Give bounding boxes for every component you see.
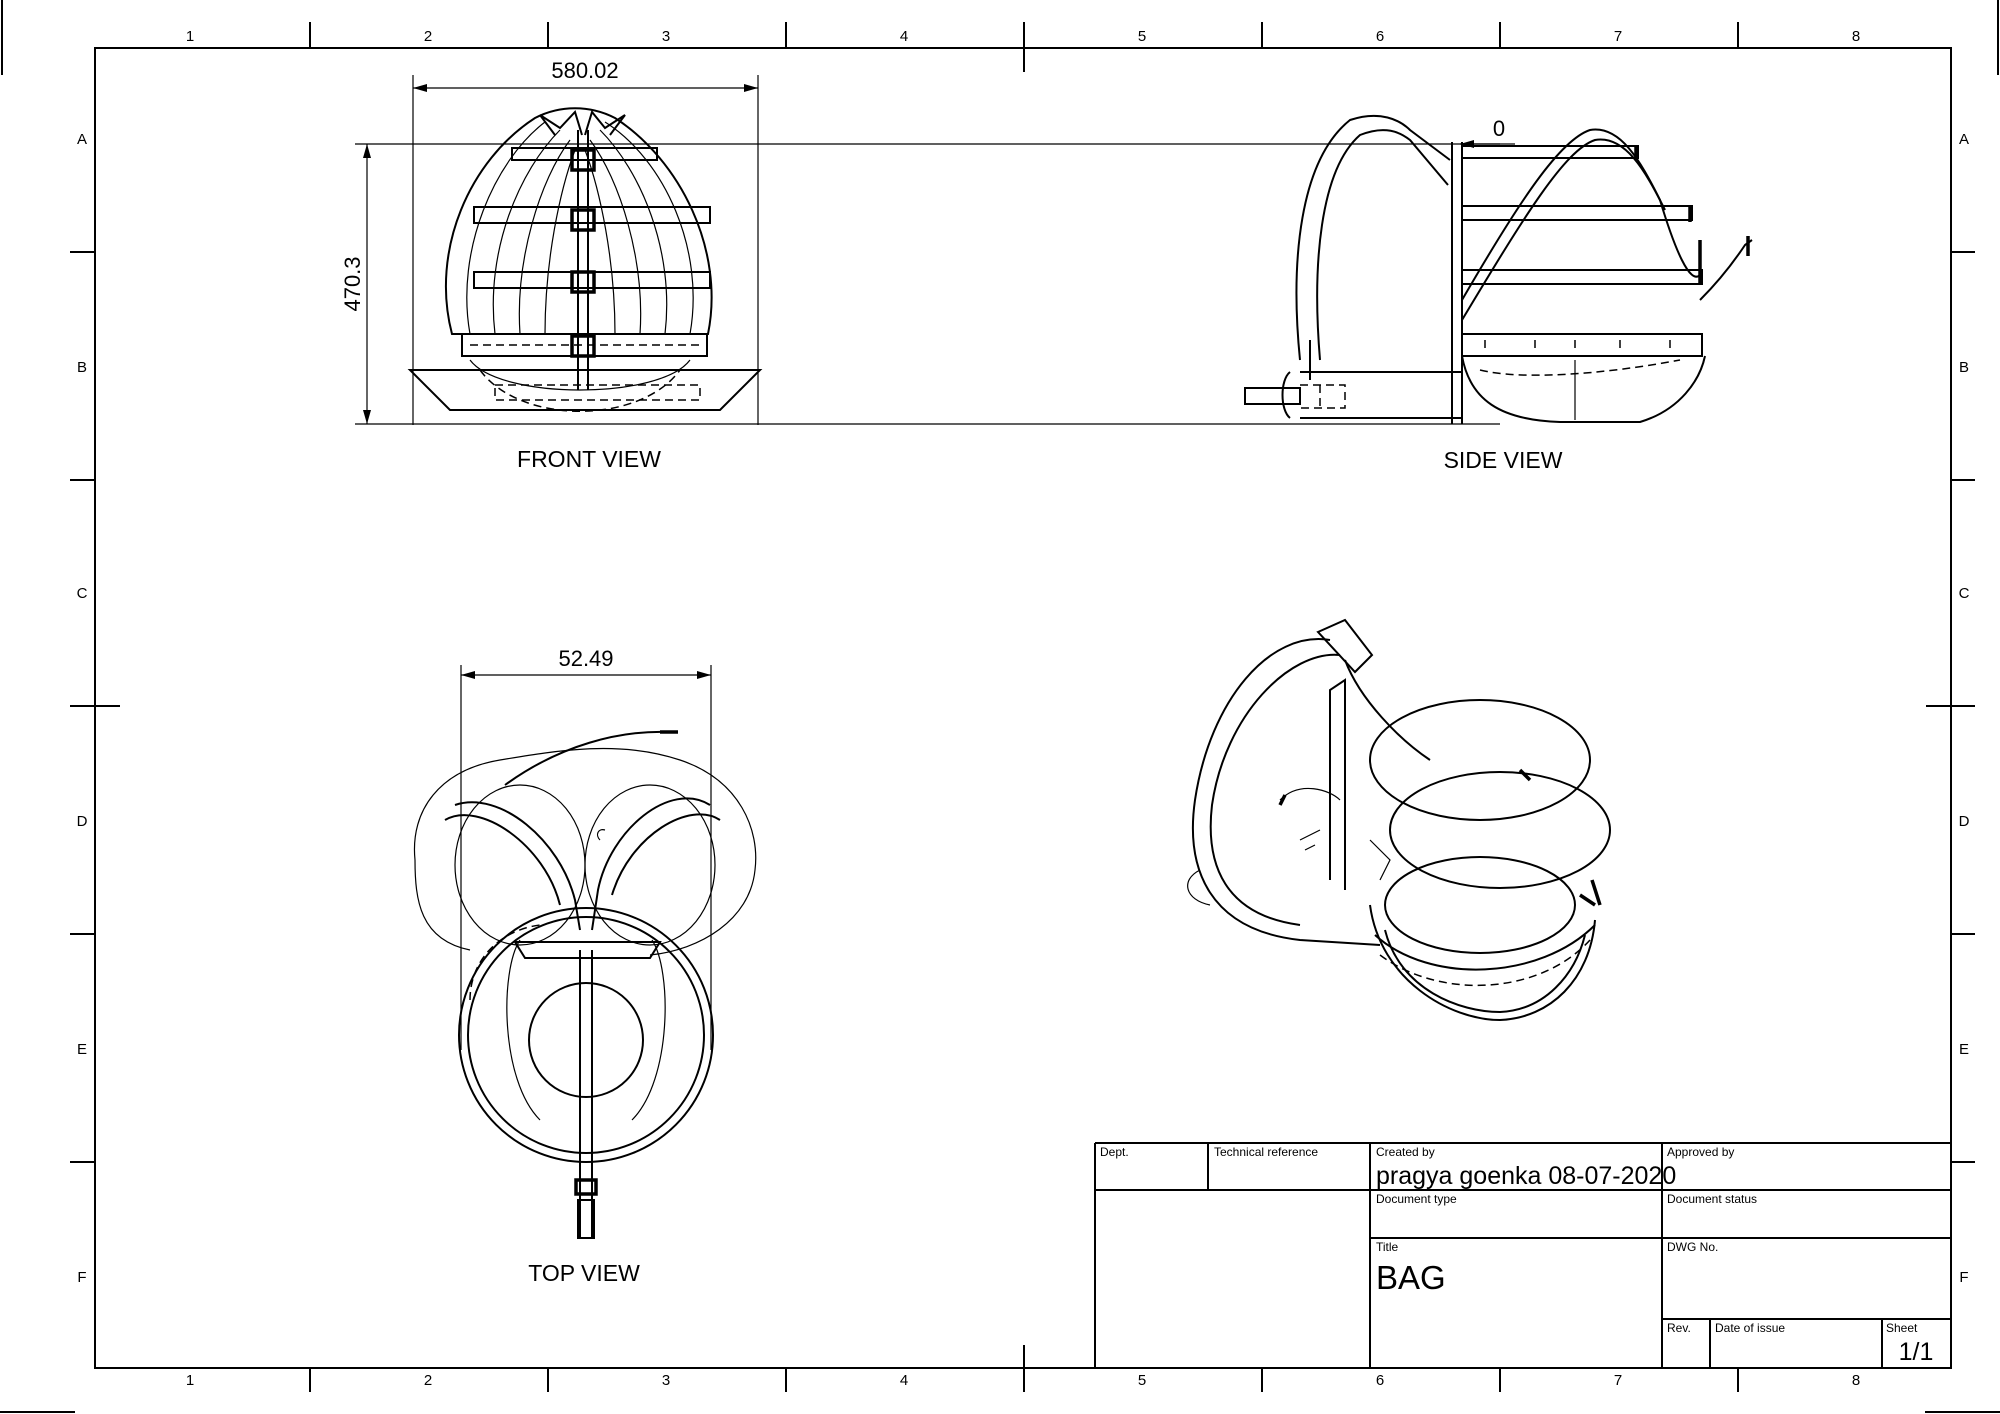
- top-width-value: 52.49: [558, 646, 613, 671]
- front-view: 580.02 470.3 FRONT VIEW: [340, 58, 1500, 472]
- zone-row-d: D: [77, 813, 88, 830]
- zone-row-b-right: B: [1959, 359, 1969, 376]
- zone-col-5-bottom: 5: [1138, 1372, 1146, 1389]
- isometric-view: [1187, 618, 1611, 1022]
- side-view: 0 SIDE VIEW: [1244, 114, 1753, 473]
- zone-labels-right: A B C D E F: [1959, 131, 1970, 1286]
- title-block: Dept. Technical reference Created by pra…: [1094, 1142, 1951, 1368]
- date-issue-label: Date of issue: [1715, 1321, 1785, 1335]
- doc-status-label: Document status: [1667, 1192, 1757, 1206]
- zone-labels-top: 1 2 3 4 5 6 7 8: [186, 28, 1860, 45]
- front-width-dimension: 580.02: [412, 58, 759, 425]
- dwg-no-label: DWG No.: [1667, 1240, 1718, 1254]
- side-offset-dimension: 0: [1460, 116, 1515, 148]
- zone-row-f-right: F: [1959, 1269, 1968, 1286]
- zone-row-e-right: E: [1959, 1041, 1969, 1058]
- zone-labels-bottom: 1 2 3 4 5 6 7 8: [186, 1372, 1860, 1389]
- top-view-label: TOP VIEW: [528, 1260, 640, 1286]
- zone-row-b: B: [77, 359, 87, 376]
- zone-col-6-bottom: 6: [1376, 1372, 1384, 1389]
- zone-col-3-bottom: 3: [662, 1372, 670, 1389]
- dept-label: Dept.: [1100, 1145, 1129, 1159]
- front-height-dimension: 470.3: [340, 143, 1500, 425]
- zone-col-1: 1: [186, 28, 194, 45]
- created-by-value: pragya goenka 08-07-2020: [1376, 1162, 1676, 1190]
- zone-row-c: C: [77, 585, 88, 602]
- zone-row-f: F: [77, 1269, 86, 1286]
- title-label: Title: [1376, 1240, 1399, 1254]
- zone-col-5: 5: [1138, 28, 1146, 45]
- zone-col-8-bottom: 8: [1852, 1372, 1860, 1389]
- sheet-label: Sheet: [1886, 1321, 1918, 1335]
- approved-by-label: Approved by: [1667, 1145, 1734, 1159]
- top-width-dimension: 52.49: [460, 646, 712, 1050]
- side-view-label: SIDE VIEW: [1444, 447, 1563, 473]
- side-offset-value: 0: [1493, 116, 1505, 141]
- zone-col-3: 3: [662, 28, 670, 45]
- front-width-value: 580.02: [551, 58, 618, 83]
- top-view: 52.49 TOP VIEW: [413, 646, 757, 1286]
- zone-row-e: E: [77, 1041, 87, 1058]
- zone-labels-left: A B C D E F: [77, 131, 88, 1286]
- zone-col-2-bottom: 2: [424, 1372, 432, 1389]
- zone-col-1-bottom: 1: [186, 1372, 194, 1389]
- zone-col-7-bottom: 7: [1614, 1372, 1622, 1389]
- zone-row-a-right: A: [1959, 131, 1969, 148]
- zone-col-7: 7: [1614, 28, 1622, 45]
- front-height-value: 470.3: [340, 256, 365, 311]
- zone-row-d-right: D: [1959, 813, 1970, 830]
- zone-col-4-bottom: 4: [900, 1372, 908, 1389]
- rev-label: Rev.: [1667, 1321, 1691, 1335]
- sheet-value: 1/1: [1899, 1338, 1934, 1366]
- doc-type-label: Document type: [1376, 1192, 1457, 1206]
- zone-col-8: 8: [1852, 28, 1860, 45]
- zone-col-2: 2: [424, 28, 432, 45]
- zone-col-4: 4: [900, 28, 908, 45]
- zone-row-a: A: [77, 131, 87, 148]
- tech-ref-label: Technical reference: [1214, 1145, 1318, 1159]
- zone-row-c-right: C: [1959, 585, 1970, 602]
- title-value: BAG: [1376, 1259, 1446, 1296]
- zone-col-6: 6: [1376, 28, 1384, 45]
- front-view-label: FRONT VIEW: [517, 446, 661, 472]
- created-by-label: Created by: [1376, 1145, 1435, 1159]
